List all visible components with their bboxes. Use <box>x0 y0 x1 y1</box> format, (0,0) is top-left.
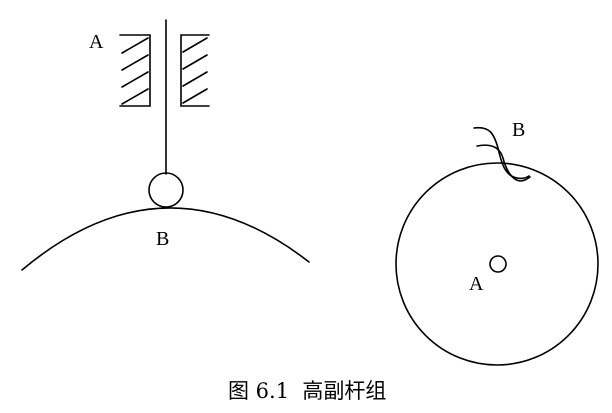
pivot <box>489 255 507 273</box>
disc <box>395 162 599 366</box>
guide-left-hatching <box>121 37 149 105</box>
left-contact-label: B <box>156 228 169 250</box>
guide-left-bracket <box>119 34 151 107</box>
right-mechanism <box>395 126 599 366</box>
contact-profile-upper <box>473 126 530 180</box>
guide-label: A <box>89 31 104 53</box>
right-contact-label: B <box>512 119 525 141</box>
contact-profile-lower <box>476 144 531 182</box>
roller <box>148 172 184 208</box>
guide-right-hatching <box>182 37 208 104</box>
left-mechanism <box>21 19 310 271</box>
right-center-label: A <box>469 273 484 295</box>
curved-surface <box>21 207 310 271</box>
figure-caption: 图 6.1 高副杆组 <box>228 379 386 403</box>
guide-right-bracket <box>180 34 210 107</box>
